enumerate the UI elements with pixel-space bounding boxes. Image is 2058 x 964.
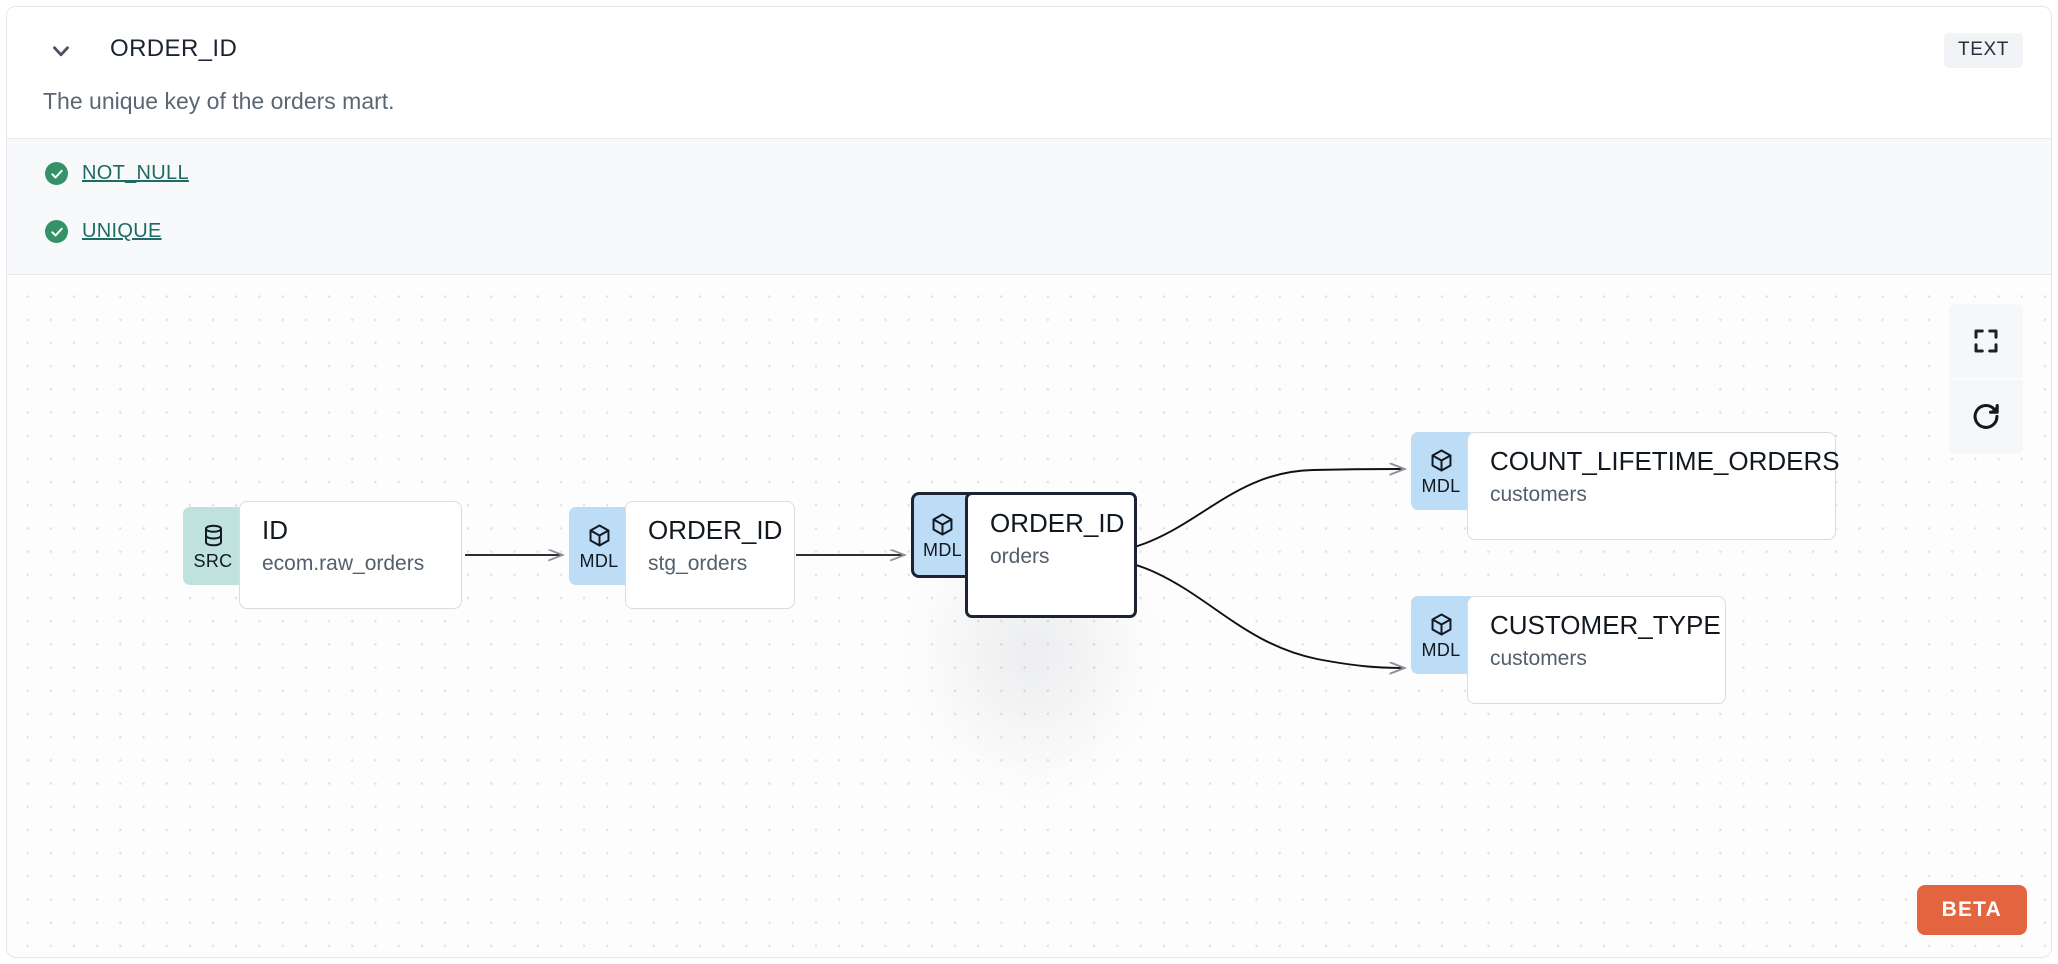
lineage-graph-canvas[interactable]: SRC ID ecom.raw_orders MDL ORDE [7, 276, 2051, 957]
column-description: The unique key of the orders mart. [43, 88, 395, 114]
lineage-node-customer-type[interactable]: MDL CUSTOMER_TYPE customers [1411, 596, 1726, 704]
node-badge: MDL [1411, 596, 1471, 674]
node-body: ID ecom.raw_orders [239, 501, 462, 609]
node-source: customers [1490, 646, 1587, 670]
node-body: CUSTOMER_TYPE customers [1467, 596, 1726, 704]
lineage-node-src-id[interactable]: SRC ID ecom.raw_orders [183, 501, 462, 609]
lineage-edges [465, 276, 2051, 957]
node-badge: SRC [183, 507, 243, 585]
lineage-node-stg-orders[interactable]: MDL ORDER_ID stg_orders [569, 501, 795, 609]
tests-section: NOT_NULL UNIQUE [7, 138, 2051, 275]
node-badge-label: SRC [193, 550, 233, 571]
column-detail-card: ORDER_ID TEXT The unique key of the orde… [6, 6, 2052, 958]
node-source: ecom.raw_orders [262, 551, 425, 575]
cube-icon [1429, 612, 1454, 637]
node-body: COUNT_LIFETIME_ORDERS customers [1467, 432, 1840, 540]
fullscreen-icon [1971, 326, 2001, 356]
node-badge: MDL [1411, 432, 1471, 510]
node-name: ORDER_ID [990, 508, 1125, 538]
lineage-node-count-lifetime-orders[interactable]: MDL COUNT_LIFETIME_ORDERS customers [1411, 432, 1840, 540]
column-type-badge: TEXT [1944, 33, 2023, 68]
node-badge-label: MDL [1421, 475, 1461, 496]
lineage-node-orders-selected[interactable]: MDL ORDER_ID orders [911, 492, 1137, 618]
check-circle-icon [45, 220, 68, 243]
test-row[interactable]: UNIQUE [45, 220, 162, 243]
node-source: stg_orders [648, 551, 748, 575]
node-body: ORDER_ID orders [965, 492, 1137, 618]
node-badge-label: MDL [1421, 639, 1461, 660]
fullscreen-button[interactable] [1949, 304, 2023, 378]
node-badge-label: MDL [579, 550, 619, 571]
cube-icon [587, 523, 612, 548]
refresh-icon [1970, 401, 2002, 433]
node-name: CUSTOMER_TYPE [1490, 610, 1721, 640]
check-circle-icon [45, 162, 68, 185]
node-badge: MDL [911, 492, 971, 578]
node-name: ORDER_ID [648, 515, 783, 545]
database-icon [201, 523, 226, 548]
node-name: ID [262, 515, 288, 545]
cube-icon [1429, 448, 1454, 473]
test-link-not-null[interactable]: NOT_NULL [82, 162, 189, 184]
node-badge: MDL [569, 507, 629, 585]
chevron-down-icon[interactable] [47, 37, 75, 65]
refresh-button[interactable] [1949, 380, 2023, 454]
node-body: ORDER_ID stg_orders [625, 501, 795, 609]
panel-header: ORDER_ID TEXT [7, 7, 2051, 85]
node-source: customers [1490, 482, 1587, 506]
beta-badge[interactable]: BETA [1916, 885, 2027, 935]
cube-icon [930, 512, 955, 537]
node-name: COUNT_LIFETIME_ORDERS [1490, 446, 1840, 476]
node-badge-label: MDL [923, 539, 962, 560]
test-link-unique[interactable]: UNIQUE [82, 220, 162, 242]
node-source: orders [990, 544, 1050, 568]
test-row[interactable]: NOT_NULL [45, 162, 189, 185]
page-title: ORDER_ID [110, 35, 238, 62]
canvas-controls [1949, 304, 2023, 454]
